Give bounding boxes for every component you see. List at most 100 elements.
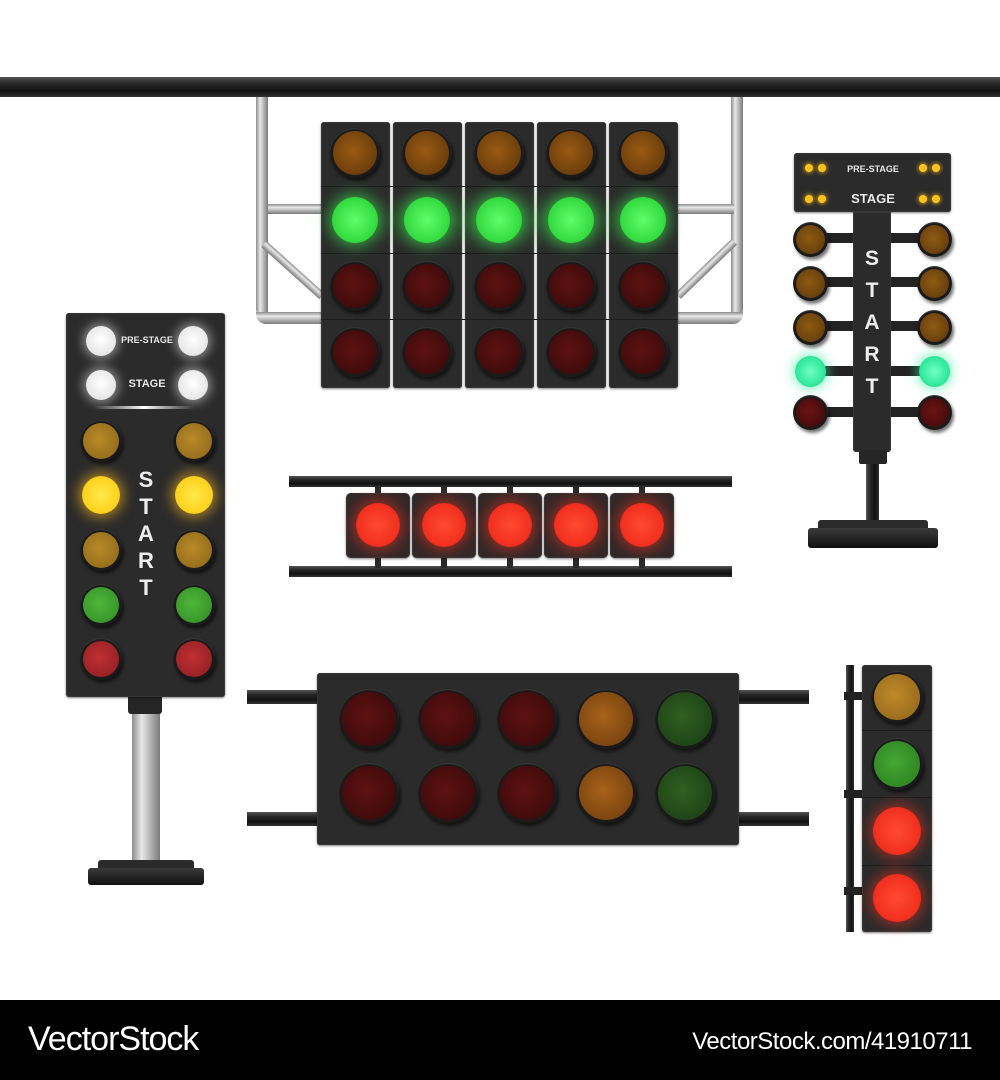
red-row-top-rail: [289, 476, 732, 487]
vertical-signal-bracket: [844, 790, 864, 798]
vertical-signal-pole: [846, 665, 854, 932]
left-amber-lamp-lit: [82, 476, 120, 514]
gantry-green-lamp-lit: [476, 197, 522, 243]
gantry-red-lamp-off: [546, 327, 596, 377]
right-tree-base: [808, 528, 938, 548]
gantry-red-lamp-off: [402, 327, 452, 377]
gantry-amber-lamp-off: [474, 128, 524, 178]
right-teal-lamp-lit: [795, 356, 826, 387]
gantry-amber-lamp-off: [330, 128, 380, 178]
gantry-frame-right-post: [731, 97, 743, 319]
right-tree-pole: [866, 464, 879, 522]
vertical-signal-divider: [862, 797, 932, 798]
gantry-red-lamp-off: [330, 327, 380, 377]
left-amber-lamp-dim: [173, 420, 215, 462]
panel-left-rail-top: [247, 690, 319, 704]
right-tree-mount: [859, 450, 887, 464]
right-prestage-led: [932, 164, 940, 172]
vertical-signal-divider: [862, 730, 932, 731]
left-prestage-lamp: [86, 326, 116, 356]
gantry-frame-right-arm: [676, 204, 734, 214]
left-amber-lamp-lit: [175, 476, 213, 514]
right-stage-led: [805, 195, 813, 203]
watermark-url: VectorStock.com/41910711: [692, 1028, 972, 1055]
gantry-frame-right-brace: [675, 238, 737, 299]
gantry-red-lamp-off: [402, 261, 452, 311]
panel-red-lamp-off: [339, 763, 399, 823]
gantry-red-lamp-off: [474, 261, 524, 311]
left-stage-label: STAGE: [128, 378, 166, 390]
vertical-red-lamp-lit: [873, 874, 921, 922]
gantry-green-lamp-lit: [332, 197, 378, 243]
red-row-bottom-rail: [289, 566, 732, 577]
vertical-red-lamp-lit: [873, 807, 921, 855]
right-prestage-led: [818, 164, 826, 172]
panel-red-lamp-off: [418, 763, 478, 823]
right-amber-lamp-off: [793, 222, 828, 257]
gantry-green-lamp-lit: [548, 197, 594, 243]
gantry-red-lamp-off: [618, 261, 668, 311]
right-stage-led: [818, 195, 826, 203]
left-amber-lamp-dim: [80, 529, 122, 571]
panel-green-lamp-off: [655, 763, 715, 823]
left-red-lamp: [173, 638, 215, 680]
left-amber-lamp-dim: [173, 529, 215, 571]
red-row-lamp-lit: [356, 503, 400, 547]
right-prestage-led: [805, 164, 813, 172]
right-amber-lamp-off: [917, 266, 952, 301]
panel-right-rail-bottom: [737, 812, 809, 826]
left-green-lamp: [173, 584, 215, 626]
watermark-bar: VectorStock VectorStock.com/41910711: [0, 1000, 1000, 1080]
right-prestage-led: [919, 164, 927, 172]
panel-left-rail-bottom: [247, 812, 319, 826]
right-amber-lamp-off: [793, 310, 828, 345]
panel-right-rail-top: [737, 690, 809, 704]
gantry-row-divider: [321, 186, 678, 187]
red-row-lamp-lit: [488, 503, 532, 547]
panel-red-lamp-off: [339, 689, 399, 749]
left-tree-base-top: [98, 860, 194, 870]
left-tree-pole: [132, 714, 160, 866]
left-prestage-lamp: [178, 326, 208, 356]
gantry-green-lamp-lit: [404, 197, 450, 243]
gantry-row-divider: [321, 253, 678, 254]
panel-amber-lamp-off: [576, 763, 636, 823]
right-amber-lamp-off: [917, 222, 952, 257]
gantry-frame-left-foot: [256, 312, 326, 324]
gantry-red-lamp-off: [330, 261, 380, 311]
vertical-green-lamp: [871, 738, 923, 790]
panel-amber-lamp-off: [576, 689, 636, 749]
panel-red-lamp-off: [418, 689, 478, 749]
left-stage-lamp: [86, 370, 116, 400]
right-red-lamp-off: [917, 395, 952, 430]
left-tree-mount: [128, 696, 162, 714]
right-stage-led: [919, 195, 927, 203]
left-amber-lamp-dim: [80, 420, 122, 462]
right-tree-base-top: [818, 520, 928, 530]
gantry-amber-lamp-off: [402, 128, 452, 178]
vertical-amber-lamp: [871, 671, 923, 723]
left-start-vertical-text: S T A R T: [138, 467, 154, 600]
panel-red-lamp-off: [497, 689, 557, 749]
vertical-signal-bracket: [844, 887, 864, 895]
right-tree-column-front: [853, 226, 891, 424]
right-start-vertical-text-front: S T A R T: [864, 247, 880, 398]
left-prestage-label: PRE-STAGE: [121, 335, 173, 345]
vertical-signal-divider: [862, 865, 932, 866]
gantry-row-divider: [321, 319, 678, 320]
vertical-signal-bracket: [844, 692, 864, 700]
gantry-red-lamp-off: [618, 327, 668, 377]
gantry-amber-lamp-off: [618, 128, 668, 178]
right-teal-lamp-lit: [919, 356, 950, 387]
gantry-red-lamp-off: [546, 261, 596, 311]
watermark-brand: VectorStock: [28, 1020, 199, 1058]
gantry-green-lamp-lit: [620, 197, 666, 243]
illustration-canvas: PRE-STAGE STAGE S T A R T PRE-STAGE: [0, 77, 1000, 932]
left-stage-divider-glow: [94, 406, 194, 409]
gantry-frame-right-foot: [676, 312, 743, 324]
gantry-frame-left-arm: [268, 204, 326, 214]
overhead-bar: [0, 77, 1000, 97]
gantry-frame-left-post: [256, 97, 268, 319]
panel-green-lamp-off: [655, 689, 715, 749]
right-stage-label: STAGE: [851, 191, 895, 206]
